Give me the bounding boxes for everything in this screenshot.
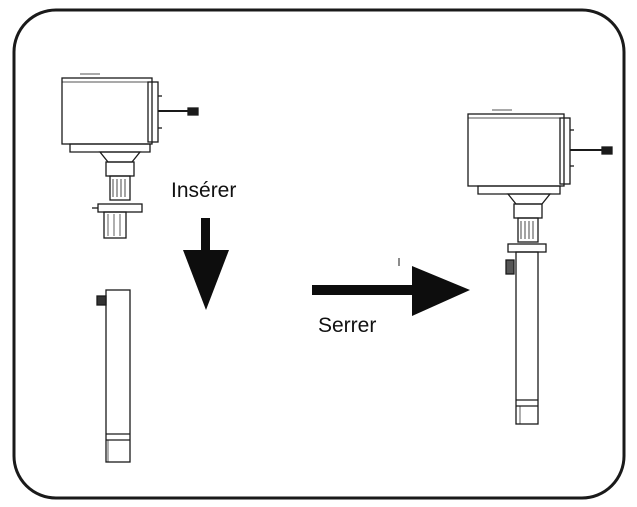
- assembled-pump-right: [467, 109, 613, 425]
- insert-label: Insérer: [171, 179, 237, 202]
- insert-arrow: [183, 218, 229, 310]
- motor-head-left: [61, 73, 199, 239]
- pump-tube-left: [96, 289, 131, 463]
- diagram-border: [12, 8, 626, 500]
- tighten-arrow: [312, 258, 470, 316]
- tighten-label: Serrer: [318, 314, 377, 337]
